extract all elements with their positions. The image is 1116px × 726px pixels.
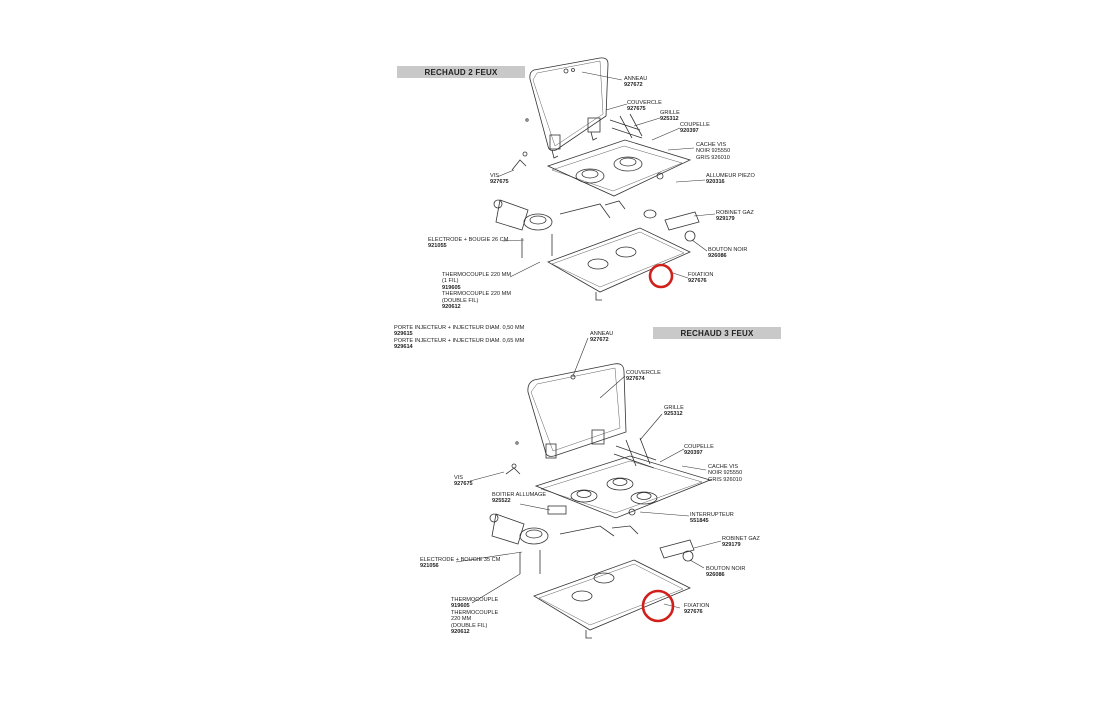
label-bouton-2: BOUTON NOIR 926086 [708, 247, 748, 260]
label-grille-3: GRILLE 925312 [664, 405, 684, 418]
label-anneau-2: ANNEAU 927672 [624, 76, 648, 89]
fixation-highlight-2 [648, 263, 674, 289]
label-coupelle-2: COUPELLE 920397 [680, 122, 710, 135]
cooktop-3-burner [534, 455, 712, 519]
label-grille-2: GRILLE 925312 [660, 110, 680, 123]
leaders-3-burner [455, 337, 722, 609]
label-thermocouple-2: THERMOCOUPLE 220 MM (1 FIL) 919605 THERM… [442, 272, 512, 311]
base-tray-2-burner [547, 227, 691, 301]
label-bouton-3: BOUTON NOIR 926086 [706, 566, 746, 579]
label-boitier-3: BOITIER ALLUMAGE 925522 [492, 492, 547, 505]
ignition-box-3 [547, 505, 636, 516]
label-coupelle-3: COUPELLE 920397 [684, 444, 714, 457]
leaders-2-burner [496, 71, 716, 279]
burner-assembly-3 [489, 513, 695, 574]
grill-2-burner [609, 113, 643, 139]
fixation-highlight-3 [641, 589, 675, 623]
label-cache-vis-2: CACHE VIS NOIR 925550 GRIS 926010 [696, 142, 731, 161]
label-vis-2: VIS 927675 [490, 173, 509, 186]
label-electrode-3: ELECTRODE + BOUGIE 35 CM 921056 [420, 557, 501, 570]
label-couvercle-2: COUVERCLE 927675 [627, 100, 662, 113]
label-fixation-3: FIXATION 927676 [684, 603, 710, 616]
title-2-burner: RECHAUD 2 FEUX [397, 66, 525, 78]
label-robinet-3: ROBINET GAZ 929179 [722, 536, 760, 549]
label-robinet-2: ROBINET GAZ 929179 [716, 210, 754, 223]
label-couvercle-3: COUVERCLE 927674 [626, 370, 661, 383]
cooktop-2-burner [546, 139, 692, 197]
lid-2-burner [525, 57, 609, 151]
screws-3-burner [505, 463, 521, 475]
label-cache-vis-3: CACHE VIS NOIR 925550 GRIS 926010 [708, 464, 743, 483]
label-interrupteur-3: INTERRUPTEUR 551845 [690, 512, 734, 525]
label-allumeur-2: ALLUMEUR PIEZO 920316 [706, 173, 755, 186]
label-anneau-3: ANNEAU 927672 [590, 331, 614, 344]
grill-3-burner [613, 437, 657, 469]
hinges-3-burner [545, 429, 605, 459]
burner-assembly-2 [493, 199, 700, 258]
label-vis-3: VIS 927675 [454, 475, 473, 488]
lid-3-burner [515, 363, 627, 457]
label-fixation-2: FIXATION 927676 [688, 272, 714, 285]
title-3-burner: RECHAUD 3 FEUX [653, 327, 781, 339]
injector-note: PORTE INJECTEUR + INJECTEUR DIAM. 0,50 M… [394, 325, 525, 351]
screws-2-burner [511, 151, 528, 171]
label-thermocouple-3: THERMOCOUPLE 919605 THERMOCOUPLE 220 MM … [451, 597, 499, 636]
hinges-2-burner [549, 117, 601, 159]
base-tray-3-burner [533, 559, 691, 639]
label-electrode-2: ELECTRODE + BOUGIE 26 CM 921055 [428, 237, 509, 250]
